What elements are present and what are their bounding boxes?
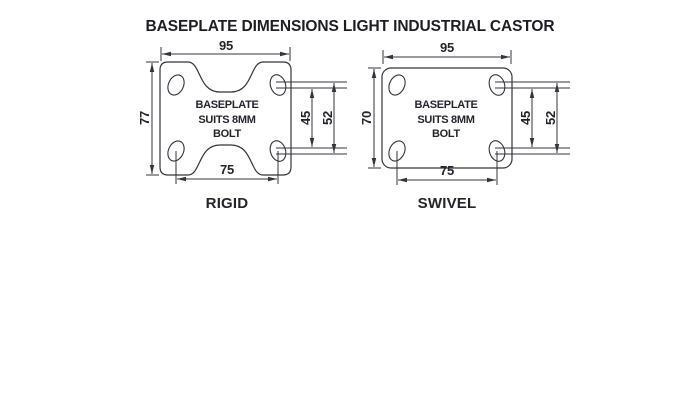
swivel-plate-outline — [381, 67, 513, 169]
swivel-label: SWIVEL — [418, 195, 477, 212]
rigid-plate-text-line3: BOLT — [213, 128, 242, 140]
rigid-bolt-hole-bottom-left-icon — [167, 140, 185, 162]
rigid-height-value: 77 — [137, 111, 152, 125]
extension-lines — [382, 50, 512, 64]
rigid-bolt-outer-value: 52 — [320, 111, 335, 125]
rigid-bolt-hole-top-right-icon — [269, 74, 287, 96]
leader-lines — [495, 81, 570, 155]
rigid-label: RIGID — [206, 195, 249, 212]
swivel-height-dimension: 70 — [359, 67, 381, 169]
rigid-bolt-vertical-dimensions: 45 52 — [276, 81, 347, 155]
swivel-bolt-hole-top-right-icon — [488, 74, 506, 96]
page-title: BASEPLATE DIMENSIONS LIGHT INDUSTRIAL CA… — [145, 18, 555, 35]
leader-lines — [276, 81, 347, 155]
rigid-bolt-hole-bottom-right-icon — [269, 140, 287, 162]
swivel-diagram: BASEPLATE SUITS 8MM BOLT 95 70 45 52 — [359, 40, 570, 212]
rigid-plate-text-line2: SUITS 8MM — [198, 114, 255, 126]
swivel-width-value: 95 — [440, 40, 454, 55]
extension-lines — [175, 151, 279, 184]
swivel-plate-text: BASEPLATE SUITS 8MM BOLT — [414, 99, 477, 140]
rigid-diagram: BASEPLATE SUITS 8MM BOLT 95 77 45 52 — [137, 38, 347, 212]
rigid-plate-outline — [159, 61, 292, 176]
rigid-width-dimension: 95 — [160, 38, 291, 61]
swivel-plate-text-line2: SUITS 8MM — [417, 114, 474, 126]
swivel-plate-text-line1: BASEPLATE — [414, 99, 477, 111]
rigid-bolt-horizontal-dimension: 75 — [175, 151, 279, 184]
rigid-bolt-inner-value: 45 — [298, 111, 313, 125]
swivel-bolt-horizontal-dimension: 75 — [396, 151, 498, 185]
rigid-width-value: 95 — [219, 38, 233, 53]
swivel-width-dimension: 95 — [382, 40, 512, 64]
rigid-bolt-x-value: 75 — [220, 162, 234, 177]
swivel-bolt-inner-value: 45 — [518, 111, 533, 125]
rigid-plate-text: BASEPLATE SUITS 8MM BOLT — [195, 99, 258, 140]
swivel-bolt-vertical-dimensions: 45 52 — [495, 81, 570, 155]
rigid-plate-text-line1: BASEPLATE — [195, 99, 258, 111]
swivel-bolt-hole-bottom-right-icon — [488, 140, 506, 162]
swivel-height-value: 70 — [359, 111, 374, 125]
rigid-height-dimension: 77 — [137, 61, 159, 176]
rigid-bolt-hole-top-left-icon — [167, 74, 185, 96]
extension-lines — [396, 151, 498, 185]
swivel-bolt-hole-bottom-left-icon — [388, 140, 406, 162]
swivel-bolt-hole-top-left-icon — [388, 74, 406, 96]
swivel-bolt-x-value: 75 — [440, 163, 454, 178]
swivel-bolt-outer-value: 52 — [543, 111, 558, 125]
extension-lines — [146, 61, 159, 176]
extension-lines — [160, 47, 291, 61]
extension-lines — [368, 67, 381, 169]
swivel-plate-text-line3: BOLT — [432, 128, 461, 140]
